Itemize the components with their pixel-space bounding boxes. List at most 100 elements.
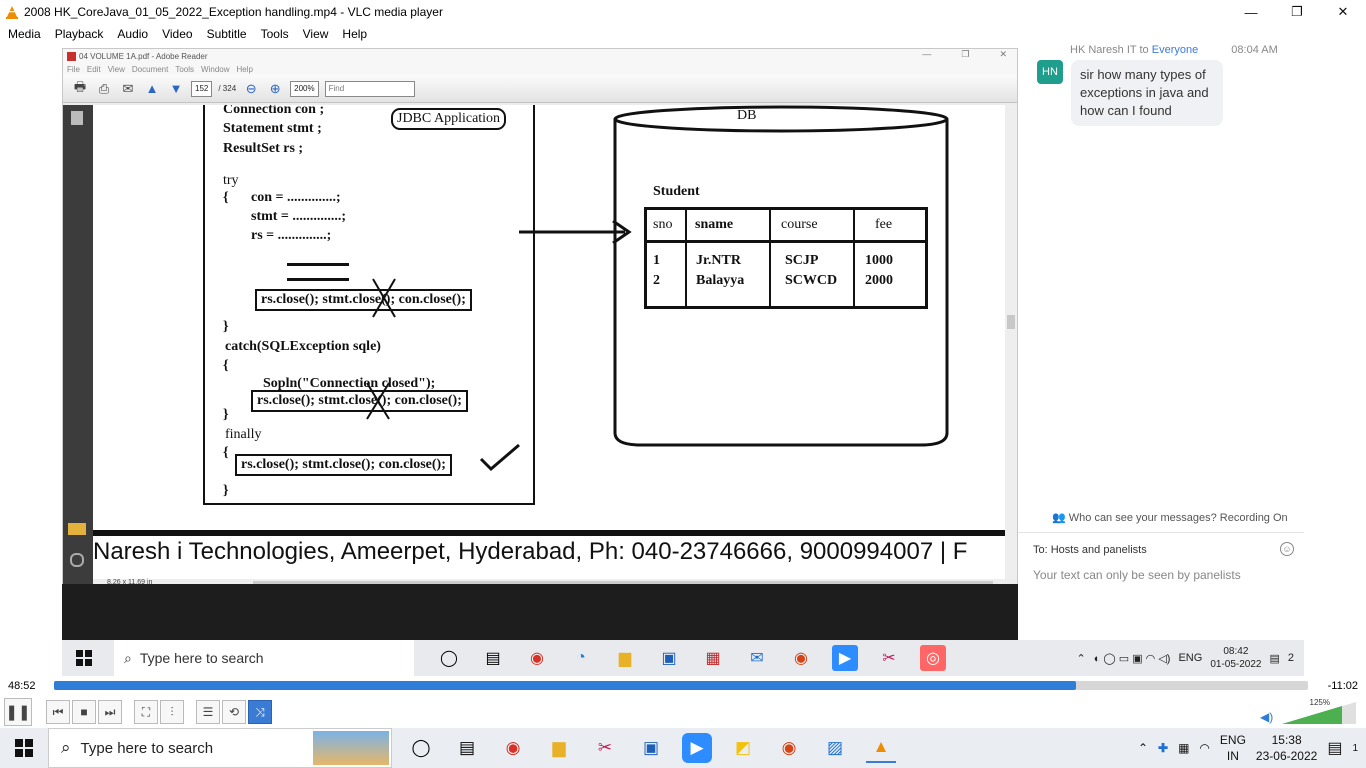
reader-menu-view: View	[107, 64, 125, 74]
table-header-sno: sno	[653, 217, 673, 232]
reader-vertical-scrollbar	[1005, 105, 1017, 579]
pdf-icon	[67, 51, 76, 61]
store-icon: ▣	[661, 650, 677, 667]
loop-button[interactable]: ⟲	[222, 700, 246, 724]
shuffle-button[interactable]: ⤨	[248, 700, 272, 724]
stop-button[interactable]: ■	[72, 700, 96, 724]
table-cell-course-1: SCJP	[785, 253, 819, 268]
sopln-line: Sopln("Connection closed");	[263, 376, 436, 391]
search-highlight-image	[313, 731, 389, 765]
assign-rs: rs = ..............;	[251, 228, 332, 243]
reader-title-bar: 04 VOLUME 1A.pdf - Adobe Reader — ❐ ✕	[63, 49, 1017, 63]
lang-bottom: IN	[1226, 749, 1239, 763]
next-button[interactable]: ⏭	[98, 700, 122, 724]
gift-icon: ▦	[705, 650, 721, 667]
sticky-notes-icon[interactable]: ◩	[734, 738, 752, 757]
reader-menu-edit: Edit	[86, 64, 101, 74]
db-label: DB	[737, 108, 757, 123]
photos-icon[interactable]: ▨	[826, 738, 844, 757]
chat-input: Your text can only be seen by panelists	[1033, 568, 1241, 582]
decl-line-3: ResultSet rs ;	[223, 141, 304, 156]
taskbar-search-box[interactable]: ⌕ Type here to search	[48, 728, 392, 768]
vlc-taskbar-icon[interactable]: ▲	[866, 733, 896, 763]
reader-menu-tools: Tools	[175, 64, 195, 74]
recorded-notification-count: 2	[1287, 652, 1294, 664]
menu-playback[interactable]: Playback	[54, 27, 104, 41]
scan-icon: ⎙	[98, 80, 110, 96]
seek-slider[interactable]	[54, 681, 1308, 690]
chat-message: sir how many types of exceptions in java…	[1071, 60, 1223, 126]
task-view-icon[interactable]: ◯	[411, 738, 431, 757]
plus-icon[interactable]: ✚	[1158, 741, 1169, 755]
fullscreen-button[interactable]: ⛶	[134, 700, 158, 724]
page-total: / 324	[218, 84, 237, 93]
table-cell-course-2: SCWCD	[785, 273, 838, 288]
zoom-app-icon[interactable]: ▶	[682, 733, 712, 763]
catch-line: catch(SQLException sqle)	[225, 339, 381, 354]
snip-icon: ✂	[882, 650, 896, 667]
reader-toolbar: 🖶 ⎙ ✉ ▲ ▼ 152 / 324 ⊖ ⊕ 200% Find	[63, 75, 1017, 103]
menu-tools[interactable]: Tools	[260, 27, 289, 41]
snip-icon[interactable]: ✂	[597, 738, 613, 757]
start-button[interactable]	[0, 728, 48, 768]
finally-open-brace: {	[223, 445, 229, 460]
zoom-in-icon: ⊕	[269, 80, 281, 96]
menu-audio[interactable]: Audio	[117, 27, 149, 41]
menu-media[interactable]: Media	[8, 27, 41, 41]
file-explorer-icon[interactable]: ▆	[552, 738, 566, 757]
window-title: 2008 HK_CoreJava_01_05_2022_Exception ha…	[24, 5, 443, 19]
code-frame	[203, 105, 535, 505]
vlc-cone-icon	[6, 6, 18, 19]
menu-view[interactable]: View	[302, 27, 329, 41]
extended-settings-button[interactable]: ⫶	[160, 700, 184, 724]
try-open-brace: {	[223, 190, 229, 205]
store-icon[interactable]: ▣	[642, 738, 660, 757]
reader-left-nav	[63, 105, 93, 589]
pause-button[interactable]: ❚❚	[4, 698, 32, 726]
previous-button[interactable]: ⏮	[46, 700, 70, 724]
video-area[interactable]: 04 VOLUME 1A.pdf - Adobe Reader — ❐ ✕ Fi…	[0, 44, 1366, 676]
share-icon: ✉	[122, 80, 134, 96]
widgets-icon: ▤	[485, 650, 501, 667]
menu-bar: Media Playback Audio Video Subtitle Tool…	[0, 24, 1366, 44]
volume-ramp	[1282, 702, 1356, 724]
widgets-icon[interactable]: ▤	[458, 738, 476, 757]
chat-recipient: Everyone	[1151, 44, 1199, 56]
table-cell-sname-1: Jr.NTR	[696, 253, 741, 268]
try-close-brace: }	[223, 319, 229, 334]
chevron-up-icon[interactable]: ⌃	[1137, 741, 1149, 755]
table-cell-sname-2: Balayya	[696, 273, 745, 288]
page-number-field: 152	[191, 80, 213, 97]
menu-help[interactable]: Help	[342, 27, 368, 41]
volume-slider[interactable]: ◀) 125%	[1260, 698, 1360, 726]
network-icon[interactable]: ▦	[1178, 741, 1190, 755]
close-button[interactable]: ✕	[1337, 4, 1349, 19]
record-icon: ◉	[794, 650, 808, 667]
file-explorer-icon: ▆	[618, 650, 632, 667]
cross-mark-2	[366, 382, 390, 420]
menu-subtitle[interactable]: Subtitle	[206, 27, 247, 41]
title-bar: 2008 HK_CoreJava_01_05_2022_Exception ha…	[0, 0, 1366, 24]
menu-video[interactable]: Video	[162, 27, 193, 41]
playback-controls: ❚❚ ⏮ ■ ⏭ ⛶ ⫶ ☰ ⟲ ⤨ ◀) 125%	[0, 696, 1366, 728]
notification-count: 1	[1352, 742, 1358, 754]
pages-icon	[71, 111, 83, 125]
playlist-button[interactable]: ☰	[196, 700, 220, 724]
recorded-time: 08:42	[1223, 646, 1249, 657]
chevron-up-icon: ⌃	[1076, 652, 1086, 665]
record-icon[interactable]: ◉	[781, 738, 797, 757]
minimize-button[interactable]: —	[1244, 4, 1258, 20]
chrome-icon[interactable]: ◉	[505, 738, 521, 757]
windows-logo-icon	[15, 739, 33, 757]
tray-icons: ◐ ◯ ▭ ▣ ◠ ◁)	[1093, 652, 1171, 665]
wifi-icon[interactable]: ◠	[1199, 741, 1210, 755]
mail-icon: ✉	[750, 650, 764, 667]
notification-icon[interactable]: ▤	[1327, 740, 1343, 757]
assign-stmt: stmt = ..............;	[251, 209, 347, 224]
restore-button[interactable]: ❐	[1291, 4, 1303, 19]
database-cylinder	[613, 105, 949, 447]
reader-menu-document: Document	[131, 64, 169, 74]
edge-icon: ◔	[576, 649, 586, 666]
camera-app-icon: ◎	[920, 645, 946, 671]
